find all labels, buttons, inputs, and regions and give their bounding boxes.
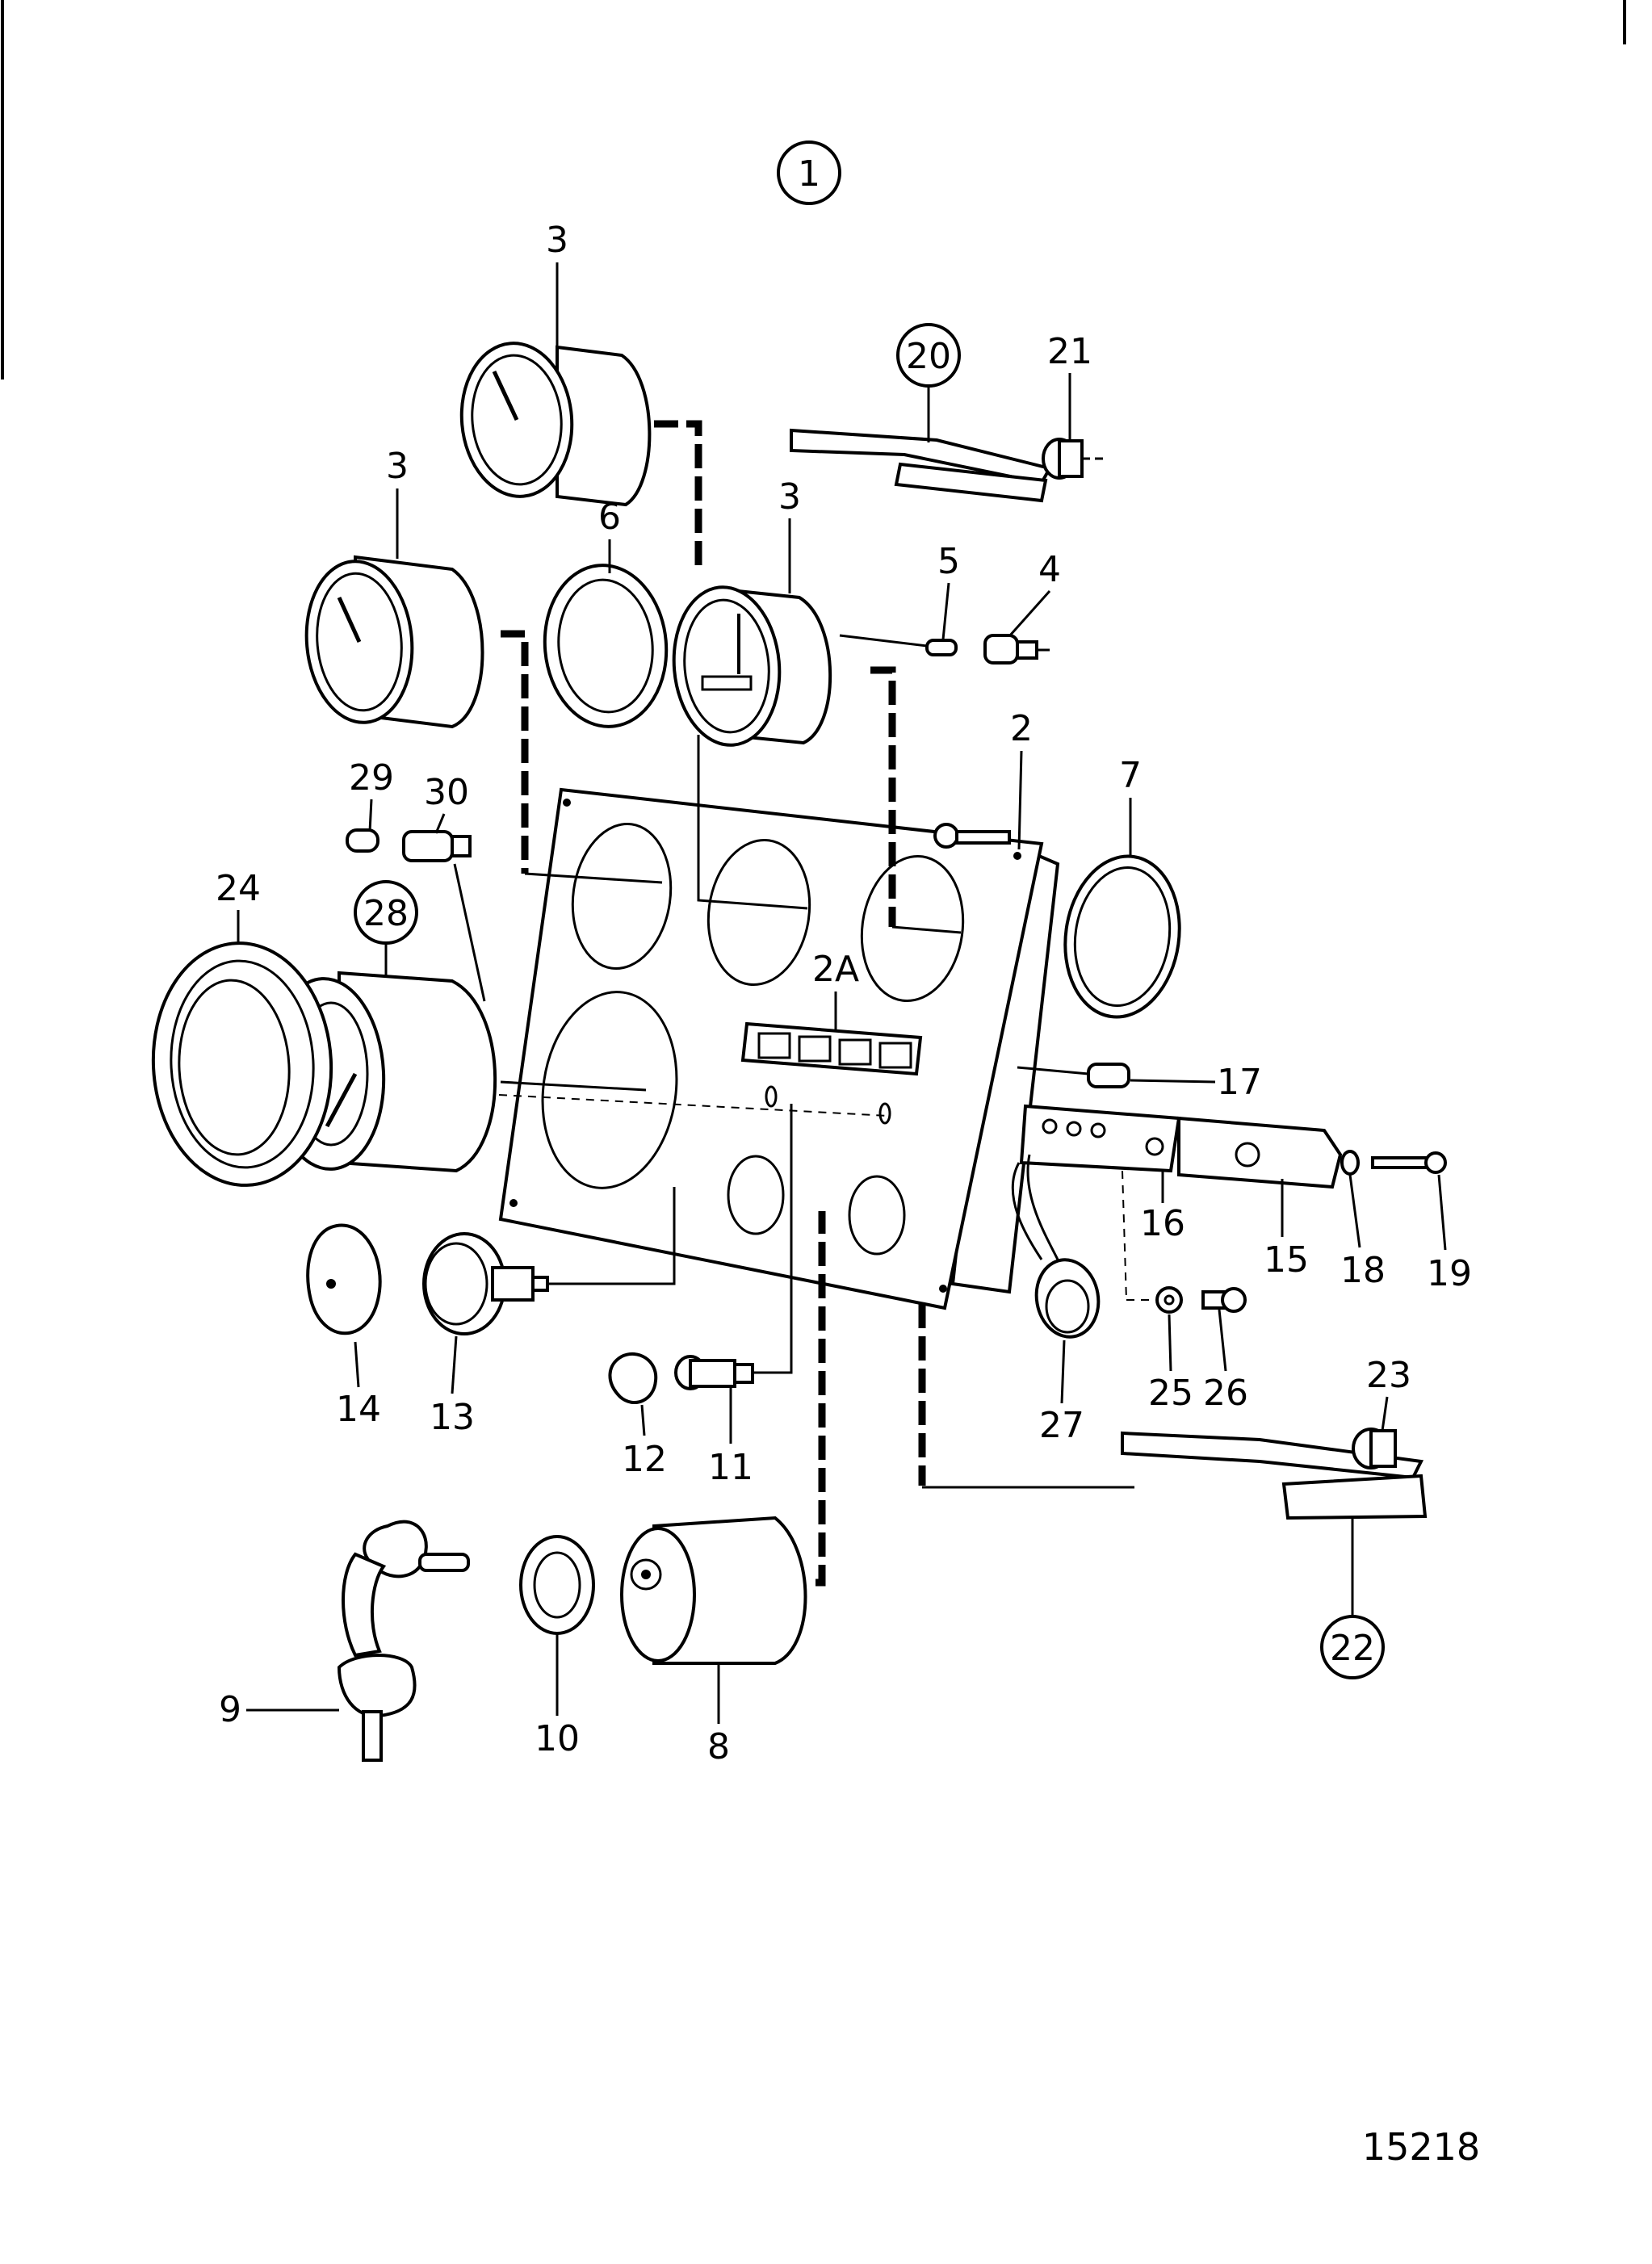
assembly-line-gauge-center bbox=[697, 735, 808, 910]
instrument-panel bbox=[484, 787, 1060, 1310]
lamp-holder-11 bbox=[674, 1355, 754, 1390]
assembly-line-11 bbox=[753, 1104, 793, 1374]
key-9 bbox=[337, 1520, 470, 1762]
callout-27: 27 bbox=[1039, 1405, 1084, 1446]
assembly-line-mid-gauge-b bbox=[891, 925, 962, 934]
nut-23 bbox=[1352, 1428, 1397, 1470]
bezel-ring-6 bbox=[543, 564, 669, 728]
sealing-ring-7 bbox=[1063, 854, 1181, 1019]
bulb-holder-4 bbox=[983, 634, 1050, 665]
assembly-line-top-gauge bbox=[654, 420, 702, 573]
callout-10: 10 bbox=[535, 1718, 580, 1759]
cap-14 bbox=[306, 1223, 382, 1335]
nut-10 bbox=[519, 1535, 595, 1635]
svg-text:22: 22 bbox=[1330, 1628, 1375, 1669]
callout-22: 22 bbox=[1320, 1518, 1385, 1679]
assembly-line-left-gauge bbox=[501, 630, 529, 874]
group-label: 1 bbox=[777, 140, 841, 205]
terminal-block-16 bbox=[1019, 1104, 1181, 1173]
callout-3-mid: 3 bbox=[778, 476, 801, 518]
callout-24: 24 bbox=[216, 868, 261, 909]
callout-29: 29 bbox=[349, 757, 394, 799]
callout-7: 7 bbox=[1119, 755, 1142, 796]
nut-21 bbox=[1042, 438, 1106, 480]
assembly-line-mid-gauge bbox=[870, 666, 896, 927]
connector-27 bbox=[1011, 1154, 1101, 1339]
callout-18: 18 bbox=[1340, 1250, 1386, 1291]
callout-16: 16 bbox=[1140, 1203, 1185, 1244]
callout-5: 5 bbox=[937, 541, 960, 582]
gauge-top bbox=[459, 342, 652, 507]
screw-2 bbox=[933, 823, 1011, 849]
callout-25: 25 bbox=[1148, 1373, 1193, 1414]
bracket-22 bbox=[1121, 1431, 1428, 1520]
callout-3-left: 3 bbox=[386, 446, 409, 487]
callout-20: 20 bbox=[896, 323, 961, 442]
bulb-5 bbox=[925, 639, 958, 656]
screw-26 bbox=[1201, 1287, 1247, 1313]
bulb-holder-30 bbox=[402, 830, 472, 862]
callout-17: 17 bbox=[1217, 1062, 1262, 1103]
callout-8: 8 bbox=[707, 1726, 730, 1767]
callout-2A: 2A bbox=[812, 949, 859, 990]
callout-14: 14 bbox=[336, 1389, 381, 1430]
drawing-number: 15218 bbox=[1362, 2125, 1480, 2169]
svg-text:1: 1 bbox=[798, 153, 820, 195]
callout-4: 4 bbox=[1038, 549, 1061, 590]
callout-15: 15 bbox=[1264, 1239, 1309, 1281]
callout-13: 13 bbox=[430, 1397, 475, 1438]
warning-light-strip bbox=[740, 1021, 923, 1076]
lamp-cap-12 bbox=[608, 1352, 658, 1405]
svg-text:28: 28 bbox=[363, 893, 409, 934]
screw-19 bbox=[1371, 1151, 1447, 1174]
callout-2: 2 bbox=[1010, 708, 1033, 749]
callout-6: 6 bbox=[598, 497, 621, 538]
gauge-middle bbox=[672, 585, 832, 747]
callout-21: 21 bbox=[1047, 331, 1092, 372]
washer-18 bbox=[1340, 1150, 1360, 1176]
washer-25 bbox=[1155, 1286, 1183, 1314]
callout-28: 28 bbox=[354, 880, 418, 977]
callout-30: 30 bbox=[424, 772, 469, 813]
gauge-left bbox=[304, 555, 484, 729]
connector-13 bbox=[422, 1232, 549, 1335]
bracket-20 bbox=[790, 428, 1053, 503]
assembly-line-8 bbox=[816, 1211, 826, 1587]
ignition-switch-8 bbox=[620, 1516, 807, 1665]
bulb-29 bbox=[346, 828, 379, 853]
cover-15 bbox=[1177, 1116, 1343, 1189]
callout-19: 19 bbox=[1427, 1253, 1472, 1294]
assembly-line-13 bbox=[549, 1187, 676, 1285]
bezel-ring-24 bbox=[151, 941, 333, 1187]
callout-3-top: 3 bbox=[546, 220, 568, 261]
callout-9: 9 bbox=[219, 1689, 241, 1730]
assembly-line-tacho bbox=[500, 1080, 647, 1092]
callout-12: 12 bbox=[622, 1439, 667, 1480]
bulb-17 bbox=[1087, 1063, 1130, 1088]
callout-23: 23 bbox=[1366, 1355, 1411, 1396]
svg-text:20: 20 bbox=[906, 336, 951, 377]
callout-11: 11 bbox=[708, 1447, 753, 1488]
assembly-line-left-gauge-b bbox=[524, 872, 663, 884]
callout-26: 26 bbox=[1203, 1373, 1248, 1414]
